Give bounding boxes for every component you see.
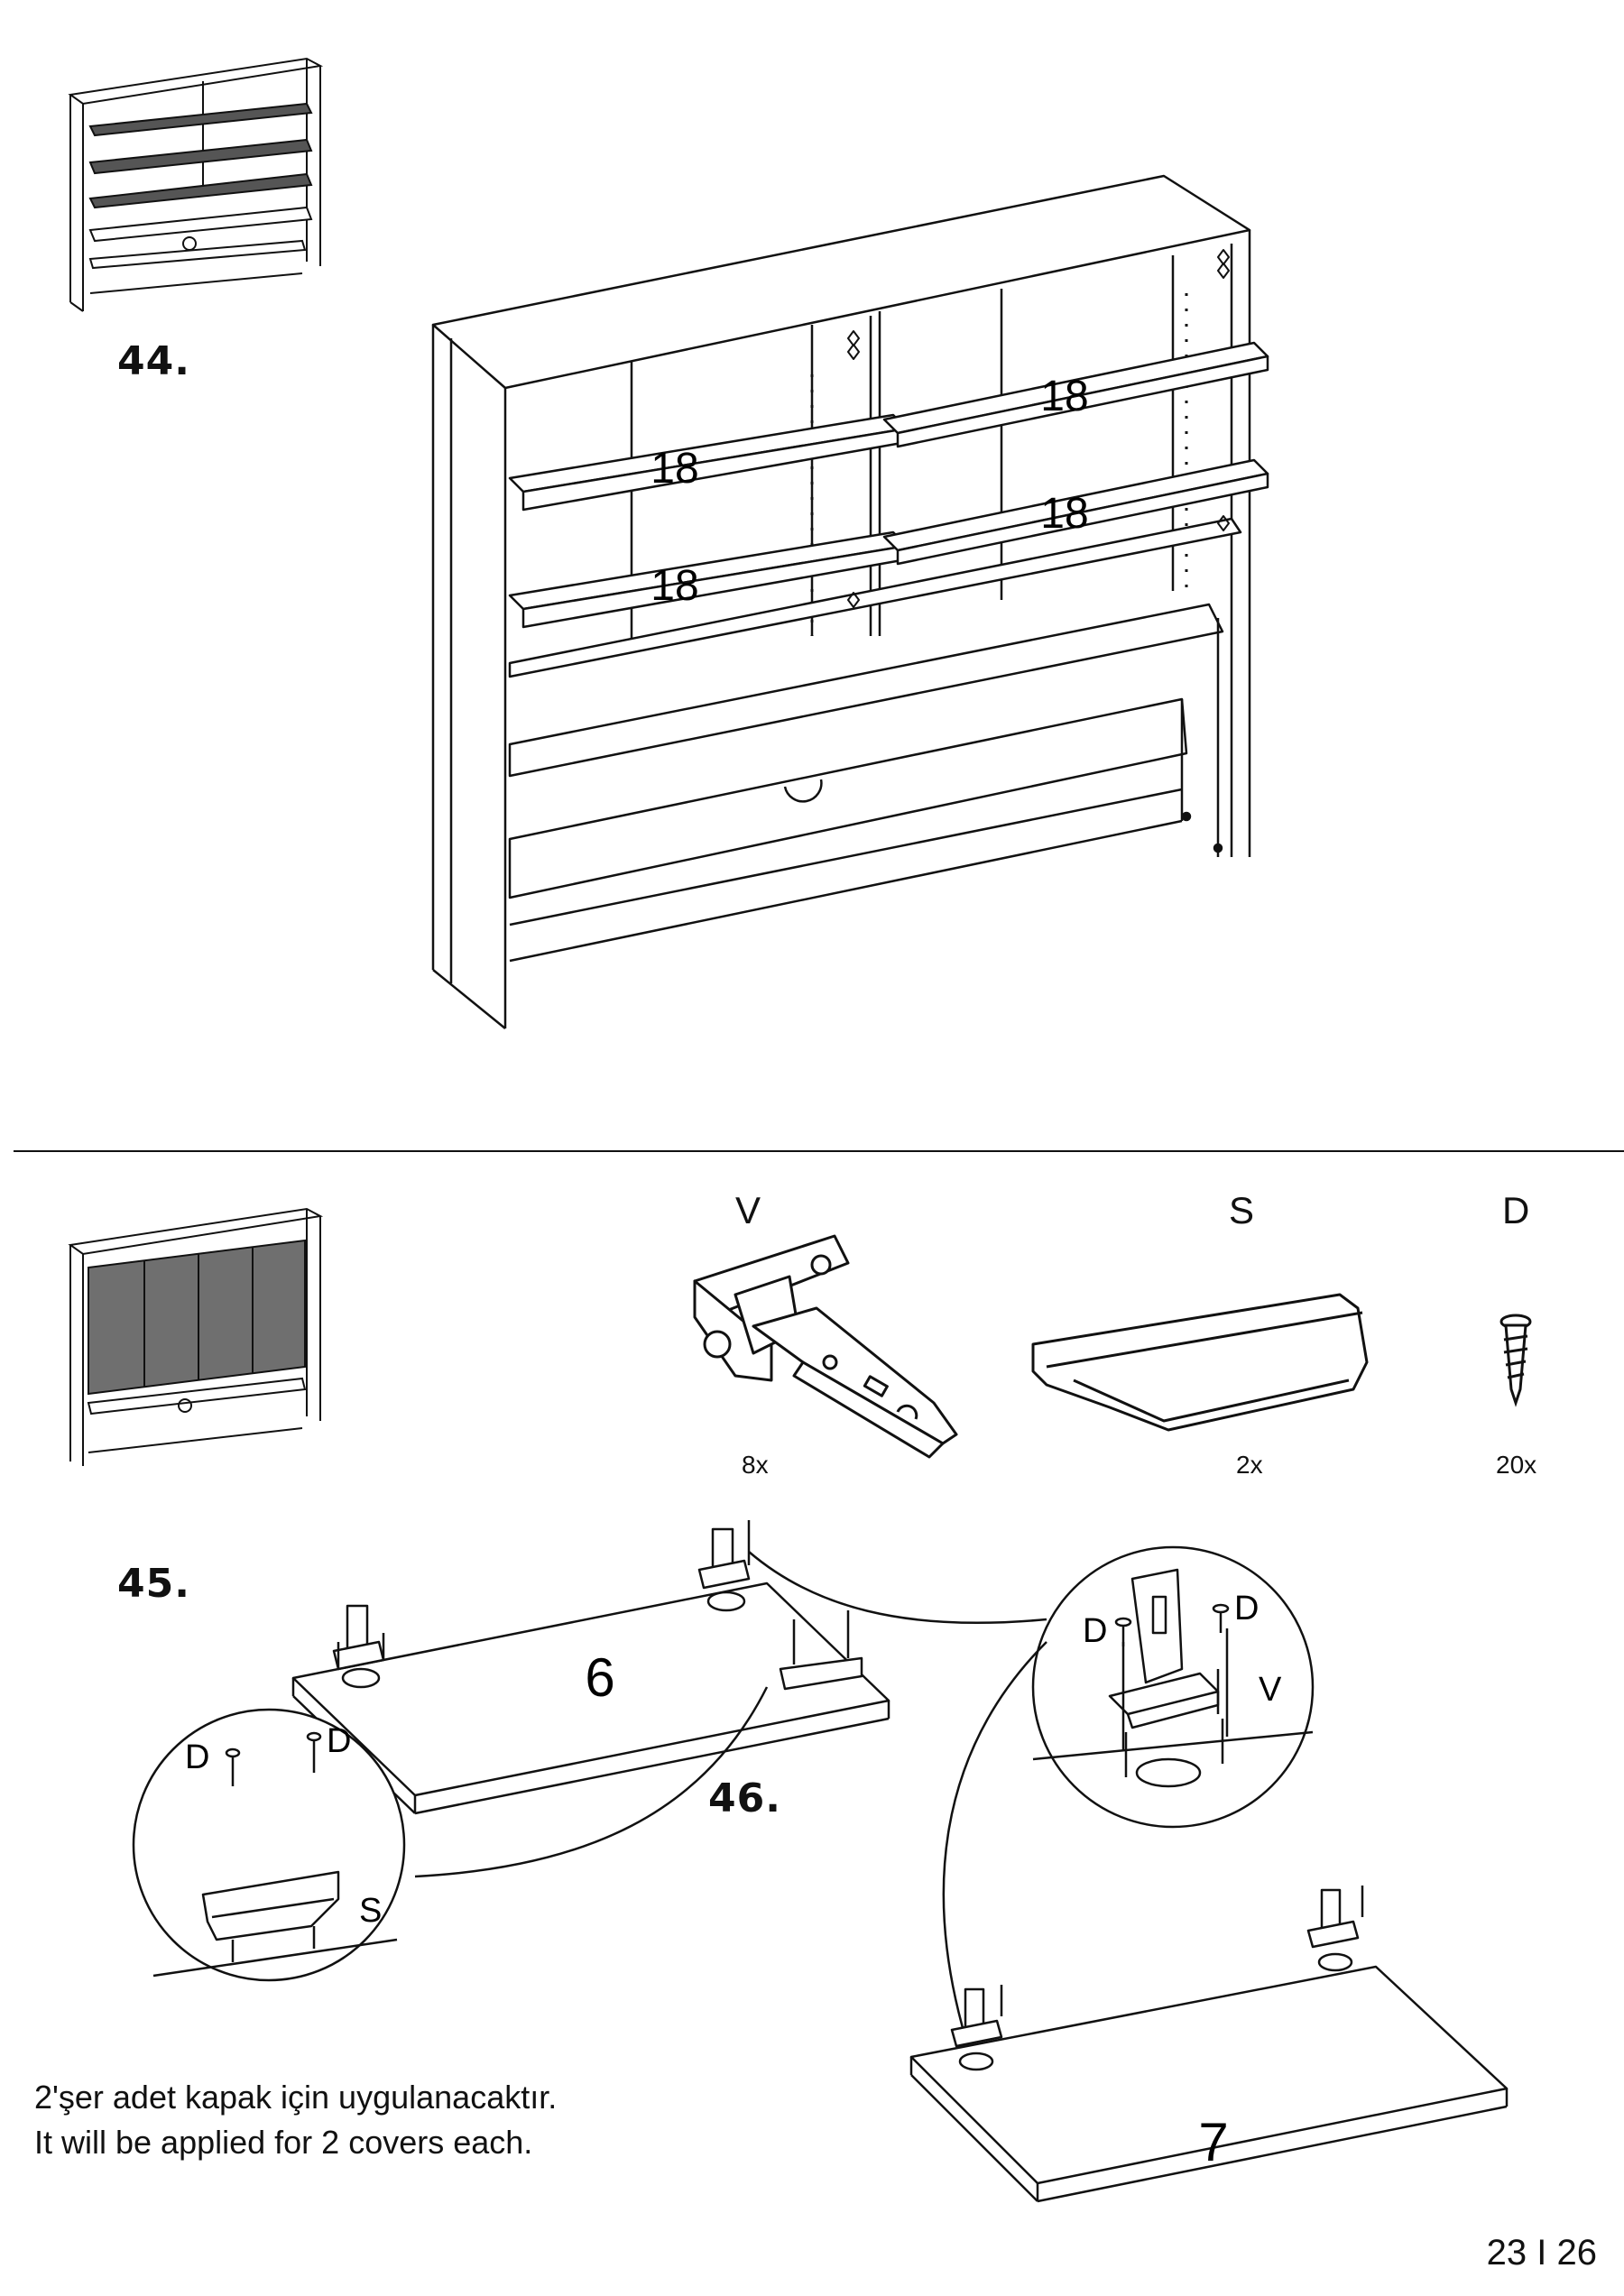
page-number: 23 I 26: [1486, 2233, 1597, 2273]
part-letter-s: S: [1229, 1189, 1255, 1231]
step-44-thumbnail: [68, 57, 324, 312]
shelf-label-4: 18: [1040, 490, 1088, 538]
door-6-hinge-top: [697, 1520, 751, 1612]
panel-number-7: 7: [1198, 2112, 1228, 2172]
hinge-detail-screw-label-right: D: [1234, 1590, 1259, 1627]
handle-detail-screw-label-left: D: [185, 1738, 209, 1776]
hinge-detail-screw-label-left: D: [1083, 1612, 1107, 1650]
part-letter-d: D: [1502, 1189, 1530, 1231]
step-45-number: 45.: [117, 1561, 190, 1607]
handle-detail-part-label: S: [359, 1892, 382, 1930]
part-letter-v: V: [735, 1189, 761, 1231]
step-45-46-assembly: 6 7 D D V D D S: [132, 1520, 1509, 2203]
door-7-hinge-right: [1306, 1886, 1364, 1972]
shelf-label-3: 18: [651, 562, 698, 610]
handle-icon: [1031, 1293, 1369, 1432]
hinge-detail-screws: [1114, 1603, 1230, 1646]
part-qty-s: 2x: [1236, 1451, 1263, 1479]
step-44-number: 44.: [117, 338, 190, 384]
part-qty-v: 8x: [742, 1451, 769, 1479]
handle-detail: [152, 1731, 398, 1978]
part-qty-d: 20x: [1496, 1451, 1537, 1479]
note-english: It will be applied for 2 covers each.: [34, 2124, 533, 2161]
shelf-label-2: 18: [1040, 373, 1088, 420]
handle-detail-circle: [132, 1708, 406, 1982]
door-7-hinge-left: [950, 1985, 1003, 2071]
hinge-icon: [693, 1234, 958, 1459]
hinge-detail: [1032, 1568, 1314, 1788]
hinge-detail-part-label: V: [1259, 1671, 1282, 1709]
door-6-hinge-left: [332, 1604, 385, 1689]
shelf-label-1: 18: [651, 445, 698, 493]
panel-number-6: 6: [585, 1647, 614, 1708]
handle-detail-screw-label-right: D: [327, 1722, 351, 1760]
step-45-thumbnail: [68, 1207, 324, 1466]
step-44-main-drawing: 18 18 18 18: [431, 174, 1269, 1029]
step-46-number: 46.: [708, 1775, 781, 1821]
door-6-handle: [779, 1610, 863, 1691]
screw-icon: [1499, 1314, 1532, 1407]
note-turkish: 2'şer adet kapak için uygulanacaktır.: [34, 2079, 558, 2116]
section-divider: [14, 1150, 1624, 1152]
